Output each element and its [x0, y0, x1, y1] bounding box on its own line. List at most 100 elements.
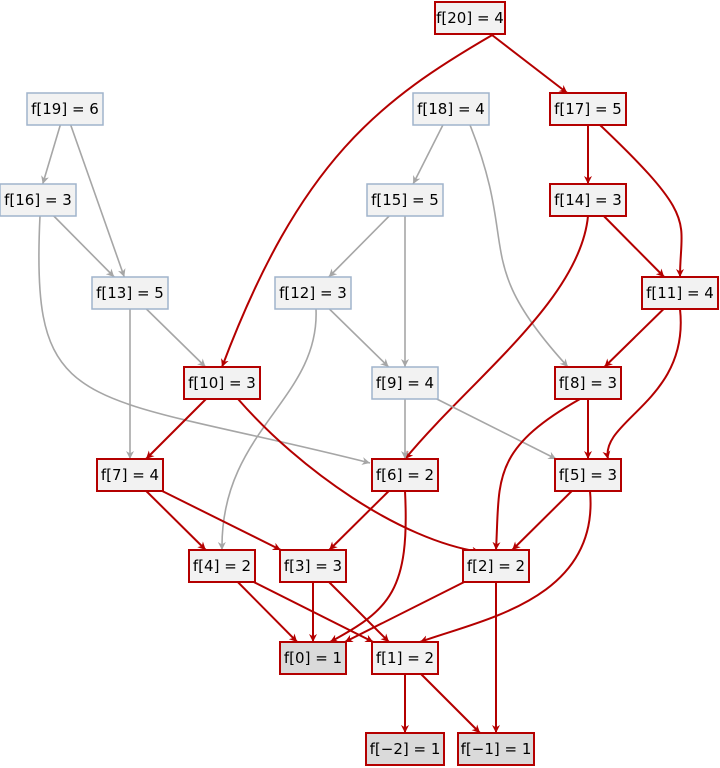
node-f19: f[19] = 6	[26, 92, 104, 126]
node-box-f10	[183, 366, 261, 400]
node-f0: f[0] = 1	[279, 641, 347, 675]
edge-f20-f10	[221, 33, 495, 368]
edge-f12-f4	[217, 308, 317, 551]
edge-f11-f5	[602, 308, 682, 460]
node-box-f7	[96, 458, 164, 492]
node-label-f12: f[12] = 3	[279, 284, 347, 302]
node-box-f15	[366, 183, 444, 217]
edge-f16-f6	[38, 215, 371, 465]
node-label-f2: f[2] = 2	[467, 557, 525, 575]
node-label-f15: f[15] = 5	[371, 191, 439, 209]
node-label-f1: f[1] = 2	[376, 649, 434, 667]
node-box-fm2	[365, 732, 445, 766]
node-f12: f[12] = 3	[274, 276, 352, 310]
node-box-f8	[554, 366, 622, 400]
node-label-f8: f[8] = 3	[559, 374, 617, 392]
edge-f20-f17	[490, 33, 568, 94]
edge-f18-f8	[469, 124, 569, 368]
node-label-f14: f[14] = 3	[554, 191, 622, 209]
node-f13: f[13] = 5	[91, 276, 169, 310]
node-f8: f[8] = 3	[554, 366, 622, 400]
node-label-fm1: f[−1] = 1	[461, 740, 532, 758]
node-box-f0	[279, 641, 347, 675]
node-label-f3: f[3] = 3	[284, 557, 342, 575]
edge-f12-f9	[328, 308, 390, 368]
edge-f5-f1	[419, 490, 592, 644]
edge-f11-f8	[603, 308, 665, 368]
edge-f4-f0	[237, 581, 298, 643]
node-label-f13: f[13] = 5	[96, 284, 164, 302]
node-box-fm1	[457, 732, 535, 766]
node-label-f4: f[4] = 2	[193, 557, 251, 575]
node-box-f5	[554, 458, 622, 492]
node-box-f17	[549, 92, 627, 126]
node-label-f18: f[18] = 4	[417, 100, 485, 118]
edge-f19-f16	[41, 124, 62, 185]
edge-f10-f2	[237, 398, 481, 555]
edge-f14-f6	[404, 215, 589, 460]
edges-layer	[38, 33, 685, 734]
node-box-f18	[412, 92, 490, 126]
edge-f3-f1	[328, 581, 390, 643]
node-f9: f[9] = 4	[371, 366, 439, 400]
edge-f7-f4	[145, 490, 207, 551]
edge-f5-f2	[511, 490, 573, 551]
node-box-f14	[549, 183, 627, 217]
node-label-fm2: f[−2] = 1	[370, 740, 441, 758]
node-box-f16	[0, 183, 77, 217]
node-fm2: f[−2] = 1	[365, 732, 445, 766]
node-box-f3	[279, 549, 347, 583]
node-box-f9	[371, 366, 439, 400]
edge-f8-f2	[492, 398, 581, 551]
node-box-f11	[641, 276, 719, 310]
node-box-f13	[91, 276, 169, 310]
node-label-f9: f[9] = 4	[376, 374, 434, 392]
edge-f13-f10	[145, 308, 207, 368]
node-f10: f[10] = 3	[183, 366, 261, 400]
edge-f2-f0	[344, 581, 465, 643]
node-f6: f[6] = 2	[371, 458, 439, 492]
node-label-f20: f[20] = 4	[436, 9, 504, 27]
node-f18: f[18] = 4	[412, 92, 490, 126]
node-f11: f[11] = 4	[641, 276, 719, 310]
edge-f7-f3	[161, 490, 282, 551]
node-label-f16: f[16] = 3	[4, 191, 72, 209]
node-f16: f[16] = 3	[0, 183, 77, 217]
node-f3: f[3] = 3	[279, 549, 347, 583]
node-f17: f[17] = 5	[549, 92, 627, 126]
node-label-f5: f[5] = 3	[559, 466, 617, 484]
edge-f19-f13	[69, 124, 126, 278]
node-label-f0: f[0] = 1	[284, 649, 342, 667]
node-fm1: f[−1] = 1	[457, 732, 535, 766]
edge-f6-f3	[328, 490, 390, 551]
edge-f15-f12	[328, 215, 390, 278]
edge-f18-f15	[412, 124, 444, 185]
node-f1: f[1] = 2	[371, 641, 439, 675]
edge-f16-f13	[53, 215, 115, 278]
node-f7: f[7] = 4	[96, 458, 164, 492]
node-f15: f[15] = 5	[366, 183, 444, 217]
node-label-f6: f[6] = 2	[376, 466, 434, 484]
node-f4: f[4] = 2	[188, 549, 256, 583]
node-f2: f[2] = 2	[462, 549, 530, 583]
node-f20: f[20] = 4	[434, 1, 506, 35]
node-box-f1	[371, 641, 439, 675]
edge-f17-f11	[599, 124, 685, 278]
node-box-f12	[274, 276, 352, 310]
edge-f14-f11	[603, 215, 665, 278]
node-box-f20	[434, 1, 506, 35]
node-f14: f[14] = 3	[549, 183, 627, 217]
node-label-f17: f[17] = 5	[554, 100, 622, 118]
node-box-f2	[462, 549, 530, 583]
edge-f9-f5	[436, 398, 557, 460]
node-label-f19: f[19] = 6	[31, 100, 99, 118]
node-label-f11: f[11] = 4	[646, 284, 714, 302]
node-label-f10: f[10] = 3	[188, 374, 256, 392]
edge-f10-f7	[145, 398, 207, 460]
node-f5: f[5] = 3	[554, 458, 622, 492]
node-box-f6	[371, 458, 439, 492]
node-box-f4	[188, 549, 256, 583]
node-box-f19	[26, 92, 104, 126]
